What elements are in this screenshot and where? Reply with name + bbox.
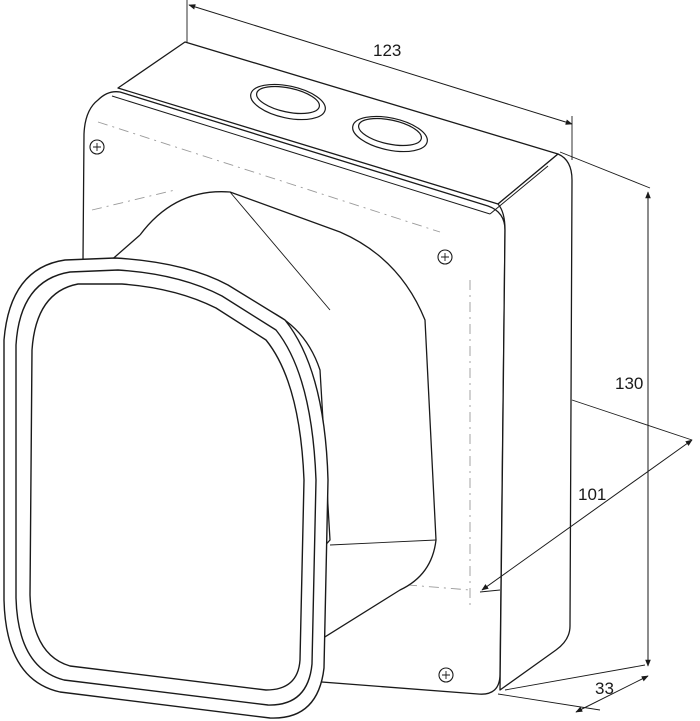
dim-line-depth bbox=[481, 439, 693, 591]
screw-bottom-right bbox=[438, 667, 454, 683]
dim-line-horn-depth bbox=[575, 675, 649, 713]
cable-gland-right bbox=[352, 115, 428, 153]
enclosure-side-face bbox=[497, 153, 573, 691]
dimension-lines bbox=[188, 4, 693, 713]
enclosure-lid-edge bbox=[111, 95, 491, 215]
enclosure-lid-edge-side bbox=[489, 165, 549, 215]
dim-label-width: 123 bbox=[373, 41, 401, 60]
dim-label-horn-depth: 33 bbox=[595, 679, 614, 698]
screw-top-left bbox=[89, 139, 105, 155]
dim-label-height: 130 bbox=[615, 374, 643, 393]
dim-line-width bbox=[188, 4, 573, 125]
horn-front-rim bbox=[3, 257, 329, 719]
screw-top-right bbox=[437, 249, 453, 265]
dim-label-depth: 101 bbox=[578, 485, 606, 504]
